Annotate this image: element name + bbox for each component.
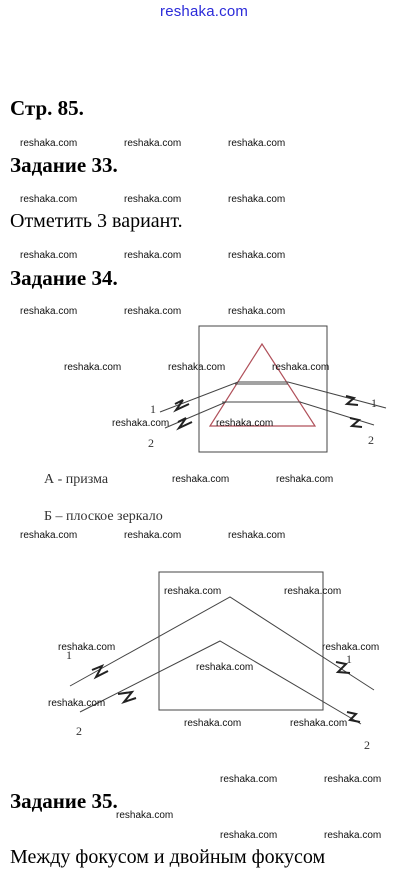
watermark: reshaka.com (112, 418, 170, 429)
watermark: reshaka.com (228, 250, 286, 261)
watermark: reshaka.com (216, 418, 274, 429)
watermark: reshaka.com (164, 586, 222, 597)
task-34-title: Задание 34. (10, 266, 118, 290)
watermark: reshaka.com (20, 250, 78, 261)
prism-ray-label-1: 1 (150, 402, 156, 416)
watermark: reshaka.com (228, 138, 286, 149)
watermark: reshaka.com (124, 250, 182, 261)
prism-exit-label-2: 2 (368, 433, 374, 447)
mirror-ray-label-1: 1 (66, 648, 72, 662)
mirror-caption: Б – плоское зеркало (44, 509, 163, 524)
task-35-title: Задание 35. (10, 789, 118, 813)
watermark: reshaka.com (324, 830, 382, 841)
watermark: reshaka.com (184, 718, 242, 729)
prism-ray-label-2: 2 (148, 436, 154, 450)
watermark: reshaka.com (168, 362, 226, 373)
watermark: reshaka.com (290, 718, 348, 729)
prism-exit-arrow-1 (344, 395, 359, 406)
mirror-exit-arrow-2 (346, 711, 361, 723)
watermark: reshaka.com (116, 810, 174, 821)
watermark: reshaka.com (284, 586, 342, 597)
watermark: reshaka.com (324, 774, 382, 785)
site-logo[interactable]: reshaka.com (160, 3, 249, 20)
prism-arrow-2 (176, 417, 193, 431)
task-33-title: Задание 33. (10, 153, 118, 177)
watermark: reshaka.com (228, 530, 286, 541)
watermark: reshaka.com (124, 194, 182, 205)
watermark: reshaka.com (124, 306, 182, 317)
watermark: reshaka.com (272, 362, 330, 373)
mirror-ray-2 (79, 640, 362, 725)
mirror-exit-label-1: 1 (346, 652, 352, 666)
watermark: reshaka.com (228, 306, 286, 317)
prism-caption: А - призма (44, 472, 109, 487)
prism-arrow-1 (173, 399, 190, 413)
watermark: reshaka.com (20, 194, 78, 205)
mirror-arrow-1 (91, 664, 109, 680)
task-35-answer: Между фокусом и двойным фокусом (10, 846, 326, 868)
prism-exit-label-1: 1 (371, 396, 377, 410)
watermark: reshaka.com (220, 774, 278, 785)
watermark: reshaka.com (172, 474, 230, 485)
watermark: reshaka.com (322, 642, 380, 653)
watermark: reshaka.com (48, 698, 106, 709)
watermark: reshaka.com (20, 530, 78, 541)
watermark: reshaka.com (196, 662, 254, 673)
watermark: reshaka.com (20, 138, 78, 149)
mirror-arrow-2 (117, 690, 137, 705)
watermark: reshaka.com (124, 138, 182, 149)
watermark: reshaka.com (20, 306, 78, 317)
prism-ray-1 (159, 381, 387, 413)
watermark: reshaka.com (276, 474, 334, 485)
mirror-exit-label-2: 2 (364, 738, 370, 752)
mirror-ray-label-2: 2 (76, 724, 82, 738)
watermark: reshaka.com (228, 194, 286, 205)
watermark: reshaka.com (64, 362, 122, 373)
prism-exit-arrow-2 (349, 417, 363, 428)
page-heading: Стр. 85. (10, 96, 84, 120)
prism-triangle (208, 342, 317, 427)
watermark: reshaka.com (58, 642, 116, 653)
watermark: reshaka.com (124, 530, 182, 541)
watermark: reshaka.com (220, 830, 278, 841)
task-33-answer: Отметить 3 вариант. (10, 210, 183, 232)
prism-frame (198, 325, 328, 453)
